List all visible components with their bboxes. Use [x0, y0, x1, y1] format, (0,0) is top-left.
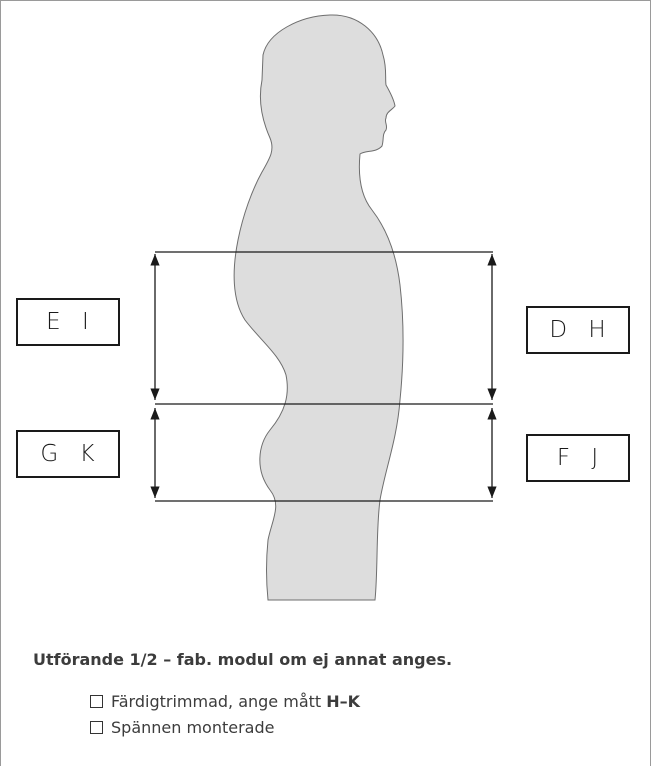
checkbox-icon[interactable] [90, 721, 103, 734]
label-box-bottom-left: G K [16, 430, 120, 478]
label-top-right: D H [549, 317, 607, 343]
checkbox-icon[interactable] [90, 695, 103, 708]
label-bottom-left: G K [40, 441, 96, 467]
label-bottom-right: F J [556, 445, 600, 471]
label-top-left: E I [46, 309, 90, 335]
note-heading: Utförande 1/2 – fab. modul om ej annat a… [33, 650, 453, 669]
body-silhouette [233, 14, 404, 601]
label-box-top-left: E I [16, 298, 120, 346]
option-buckles-label: Spännen monterade [111, 718, 275, 737]
option-trimmed-bold: H–K [326, 692, 361, 711]
body-measurement-figure [150, 14, 497, 601]
option-trimmed[interactable]: Färdigtrimmad, ange mått H–K [90, 692, 360, 711]
option-trimmed-label: Färdigtrimmad, ange mått [111, 692, 327, 711]
option-buckles[interactable]: Spännen monterade [90, 718, 274, 737]
label-box-bottom-right: F J [526, 434, 630, 482]
label-box-top-right: D H [526, 306, 630, 354]
